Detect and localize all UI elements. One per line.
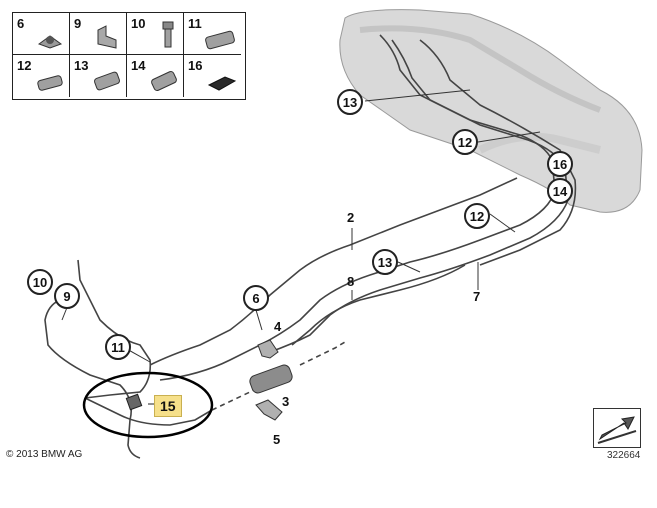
copyright-text: © 2013 BMW AG: [6, 449, 83, 460]
legend-cell-10: 10: [127, 13, 184, 55]
callout-12-mid: 12: [464, 203, 490, 229]
label-15-highlighted: 15: [154, 395, 182, 417]
legend-cell-9: 9: [70, 13, 127, 55]
hose-clip-icon: [94, 71, 120, 91]
label-5: 5: [273, 432, 281, 447]
label-8: 8: [347, 274, 355, 289]
callout-13-mid: 13: [372, 249, 398, 275]
label-3: 3: [282, 394, 290, 409]
legend-cell-12: 12: [13, 55, 70, 97]
hose-clip-icon: [205, 30, 235, 50]
legend-cell-11: 11: [184, 13, 241, 55]
callout-14: 14: [547, 178, 573, 204]
direction-icon: [593, 408, 641, 448]
clip-15: [125, 393, 143, 411]
bolt-icon: [162, 21, 174, 48]
callout-12-top: 12: [452, 129, 478, 155]
label-4: 4: [274, 319, 282, 334]
bracket-5: [255, 399, 283, 421]
label-2: 2: [347, 210, 355, 225]
callout-11: 11: [105, 334, 131, 360]
fuel-filter: [249, 364, 293, 394]
leader-lines: [61, 89, 541, 363]
callout-13-top: 13: [337, 89, 363, 115]
clip-icon: [97, 25, 117, 49]
legend-cell-6: 6: [13, 13, 70, 55]
document-number: 322664: [607, 450, 641, 461]
pad-icon: [207, 76, 237, 91]
hose-clip-icon: [151, 70, 177, 92]
fuel-pipes: [44, 34, 577, 459]
nut-icon: [37, 35, 63, 49]
parts-legend: 6 9 10 11 12 13 14: [12, 12, 246, 100]
highlight-ellipse: [82, 371, 214, 439]
callout-6: 6: [243, 285, 269, 311]
label-7: 7: [473, 289, 481, 304]
callout-9: 9: [54, 283, 80, 309]
hose-clip-icon: [37, 75, 63, 91]
bracket-4: [257, 339, 279, 359]
callout-10: 10: [27, 269, 53, 295]
legend-cell-16: 16: [184, 55, 241, 97]
callout-16: 16: [547, 151, 573, 177]
legend-cell-13: 13: [70, 55, 127, 97]
legend-cell-14: 14: [127, 55, 184, 97]
